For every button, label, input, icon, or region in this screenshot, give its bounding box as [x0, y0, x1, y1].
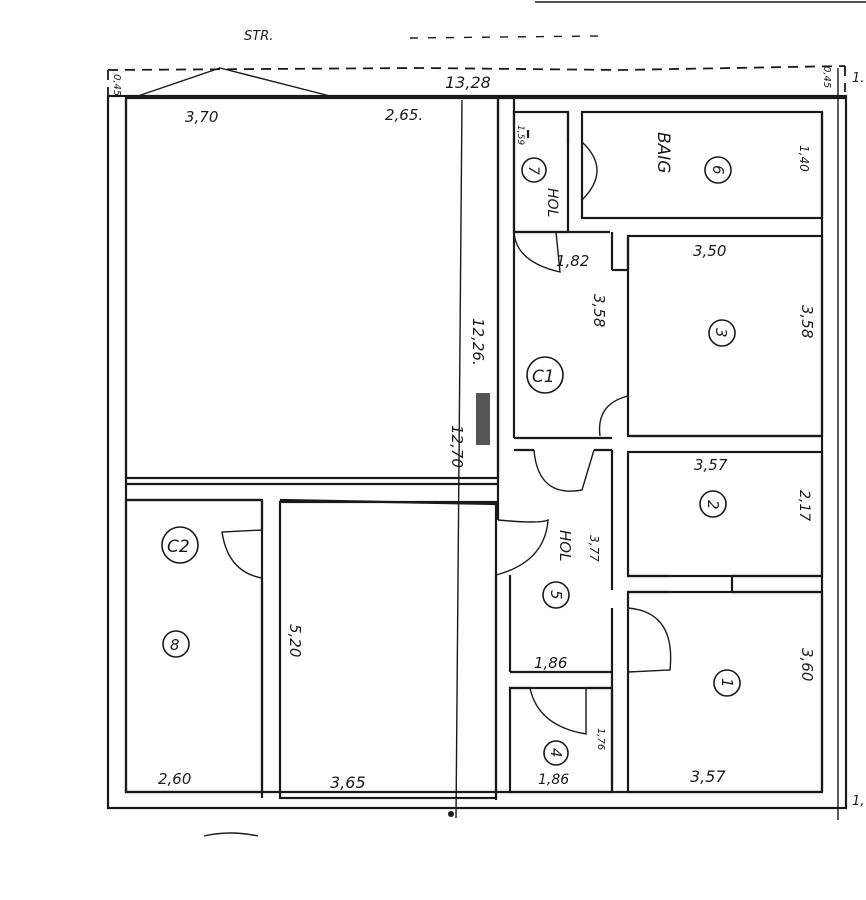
edge-top-dim: 1. [852, 71, 864, 86]
room-3-height-left: 3,58 [590, 294, 608, 327]
c1-circle [526, 356, 564, 394]
dashed-frontage [107, 65, 846, 71]
door-swing-hall [495, 518, 549, 576]
room-4-height: 1,76 [595, 728, 606, 750]
hall-7-label: HOL [544, 188, 560, 217]
hall-5-width: 1,86 [534, 654, 567, 672]
room-1-number: 1 [718, 678, 736, 688]
c1-label: C1 [532, 367, 555, 387]
room-8-width: 2,60 [158, 770, 191, 788]
room-7-number: 7 [525, 166, 541, 175]
room-1-height: 3,60 [798, 648, 816, 681]
room-8-number: 8 [170, 636, 180, 654]
middle-room-width: 3,65 [330, 773, 366, 792]
door-swing-bath [581, 141, 598, 201]
hall-5-label: HOL [556, 530, 574, 561]
section-point [448, 811, 454, 817]
main-room-width-2: 2,65. [385, 106, 423, 124]
middle-room: 5,20 3,65 [260, 500, 498, 800]
left-offset-dim: 0,45 [111, 74, 122, 96]
room-3-height-right: 3,58 [798, 305, 816, 338]
bath-outline [580, 110, 824, 220]
room-1: 3,60 1 3,57 [610, 590, 824, 794]
right-offset-dim: 0,45 [821, 66, 832, 88]
room-6-number: 6 [709, 165, 727, 175]
room-6-circle [704, 156, 732, 184]
total-width-dim: 13,28 [445, 73, 491, 92]
c2-label: C2 [167, 537, 190, 557]
pen-mark [203, 832, 259, 837]
room-3: 1,82 3,50 3,58 3,58 3 C1 [514, 230, 824, 438]
street-label: STR. [244, 29, 273, 44]
room-4-width: 1,86 [538, 772, 569, 788]
street-line [409, 35, 601, 39]
main-room: 3,70 2,65. 12,26. 12,70 [185, 99, 490, 819]
bath-label: BAIG [653, 132, 673, 173]
room-2-circle [699, 490, 727, 518]
hall-5: HOL 3,77 5 1,86 [534, 530, 822, 673]
bath-height: 1,40 [797, 145, 811, 172]
chimney-mark [476, 393, 490, 445]
room-3-circle [708, 319, 736, 347]
door-swing-c1 [533, 449, 595, 492]
room-3-width: 3,50 [693, 242, 726, 260]
room-1-outline [626, 590, 824, 794]
room-4: 1,76 4 1,86 [508, 670, 614, 794]
hall-7: 1,59 7 HOL [512, 110, 570, 273]
room-7-circle [521, 157, 547, 183]
room-2-width: 3,57 [694, 456, 728, 474]
main-room-width-1: 3,70 [185, 108, 218, 126]
room-3-number: 3 [712, 328, 730, 338]
door-swing-3 [598, 395, 629, 437]
edge-bottom-dim: 1, [852, 794, 864, 809]
middle-room-outline [278, 500, 498, 800]
room-8-circle [162, 630, 190, 658]
hall-7-dim: 1,59 [515, 125, 525, 145]
room-4-circle [543, 740, 569, 766]
outer-wall-outer [106, 94, 848, 810]
hall-5-height: 3,77 [587, 535, 601, 562]
room-1-width: 3,57 [690, 767, 726, 786]
room-4-number: 4 [547, 748, 565, 758]
wall-length-2: 12,70 [448, 425, 466, 468]
room-5-circle [542, 581, 570, 609]
room-2: 3,57 2,17 2 [610, 450, 824, 590]
room-2-number: 2 [704, 500, 722, 510]
door-swing-4 [529, 687, 587, 735]
middle-room-height: 5,20 [286, 624, 304, 657]
door-swing-hall-7 [513, 231, 561, 273]
street-frontage: STR. 13,28 0,45 0,45 1. 1, [107, 1, 866, 820]
c2-circle [161, 526, 199, 564]
door-swing-8 [221, 529, 263, 579]
door-swing-1 [627, 607, 672, 673]
main-room-outline [124, 96, 500, 480]
wall-length-1: 12,26. [469, 318, 487, 366]
roof-mark [137, 67, 331, 97]
section-line [455, 99, 463, 819]
room-8-outline [124, 498, 264, 794]
room-8: C2 8 2,60 [124, 498, 264, 794]
room-2-height: 2,17 [796, 490, 812, 521]
bath-room: BAIG 6 1,40 [566, 110, 824, 220]
room-1-circle [713, 669, 741, 697]
room-5-number: 5 [547, 590, 565, 600]
hall-width: 1,82 [556, 252, 589, 270]
